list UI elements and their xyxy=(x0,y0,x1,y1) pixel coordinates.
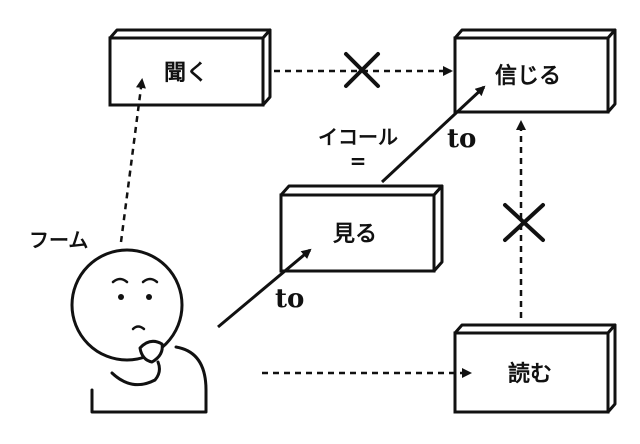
thinking-person-figure xyxy=(70,248,208,414)
box-miru: 見る xyxy=(279,184,444,273)
box-miru-label: 見る xyxy=(333,222,377,247)
label-to-lower: to xyxy=(275,284,304,314)
box-shinjiru-label: 信じる xyxy=(495,63,561,89)
box-kiku: 聞く xyxy=(108,28,272,107)
cross-mark-top xyxy=(344,52,380,88)
arrow-miru-to-shinjiru xyxy=(380,85,486,184)
label-frame: フーム xyxy=(29,228,88,252)
label-equal-sign: = xyxy=(350,149,367,173)
box-shinjiru: 信じる xyxy=(453,28,617,114)
label-equal-top: イコール xyxy=(318,125,398,149)
label-to-upper: to xyxy=(447,124,476,154)
arrow-person-to-kiku xyxy=(119,78,146,243)
arrow-person-to-miru xyxy=(217,248,312,329)
box-yomu-label: 読む xyxy=(508,361,552,387)
box-kiku-label: 聞く xyxy=(164,61,208,86)
cross-mark-right xyxy=(503,203,545,242)
box-yomu: 読む xyxy=(453,323,617,414)
